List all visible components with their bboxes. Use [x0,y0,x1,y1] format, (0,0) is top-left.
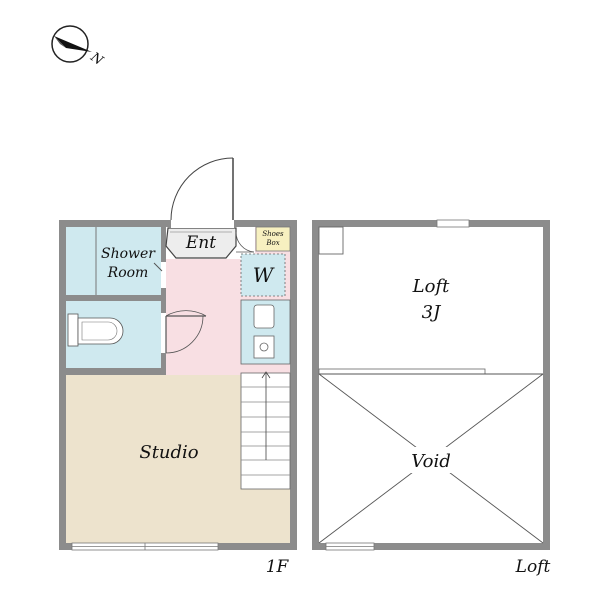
shower-room-label-line1: Shower [101,246,156,262]
shower-room-floor [66,227,161,295]
studio-label: Studio [139,442,198,463]
toilet-fixture [67,313,124,347]
compass-needle [54,36,92,52]
wall-shower-toilet [59,295,166,301]
loft-bottom-window [325,542,375,551]
studio-window [71,542,219,551]
void-label-backdrop [408,447,454,473]
shower-room-label-line2: Room [107,265,149,281]
entrance-label: Ent [185,233,216,253]
toilet-door[interactable] [165,310,207,354]
shoes-box [255,226,291,252]
kitchen-counter [240,299,291,365]
compass-needle-tail [54,36,66,48]
entrance-step [165,227,237,259]
staircase [240,371,291,490]
compass-north-label: N [87,49,106,69]
loft-label-line2: 3J [422,302,442,323]
shower-door-swing [153,262,163,272]
first-floor-plan: Shower Room Ent Shoes Box W Studio 1F [59,157,297,577]
shoes-box-label-line2: Box [265,239,279,247]
wall-toilet-bottom [59,368,166,375]
shower-door-gap [161,262,166,288]
loft-railing [318,368,486,375]
loft-hatch [318,226,344,255]
loft-floor-plan: Loft 3J Void Loft [312,219,551,577]
entrance-door-gap [171,218,234,228]
first-floor-caption: 1F [266,557,290,577]
stove-icon [253,335,275,359]
void-label: Void [411,451,450,472]
washer-label: W [253,263,275,287]
hall-door-swing [235,231,255,253]
loft-floor [319,227,543,543]
loft-floor-caption: Loft [515,557,551,577]
loft-top-window [436,219,470,228]
loft-label-line1: Loft [412,276,450,297]
sink-icon [253,304,275,329]
wall-wet-vertical [161,227,166,375]
compass: N [51,25,106,69]
shoes-box-label-line1: Shoes [262,230,284,238]
toilet-door-gap [161,313,166,353]
washer-space [240,253,286,297]
entrance-door[interactable] [170,157,234,221]
